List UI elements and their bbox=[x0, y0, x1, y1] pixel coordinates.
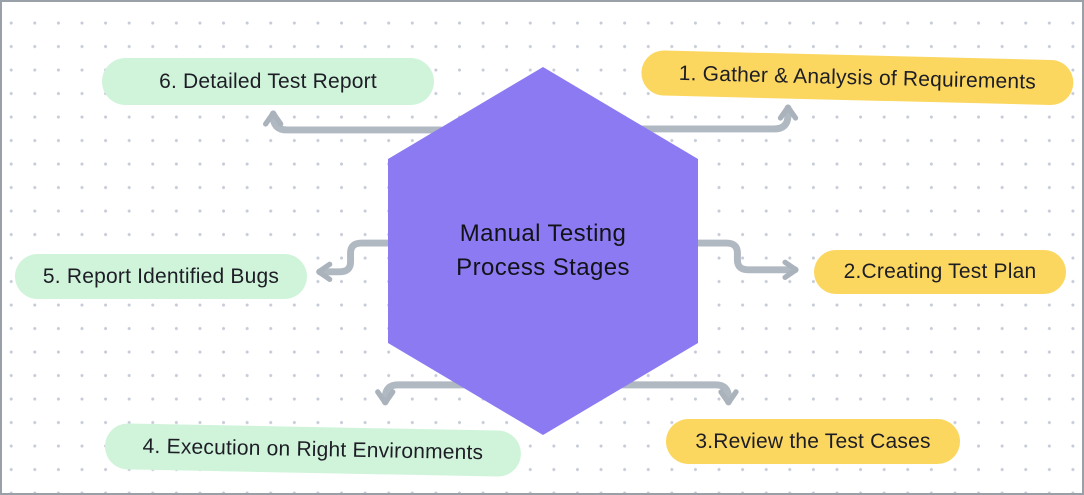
center-title-line1: Manual Testing bbox=[459, 220, 627, 247]
stage-2-node[interactable]: 2.Creating Test Plan bbox=[814, 250, 1066, 294]
connector-stage-3[interactable] bbox=[607, 381, 739, 406]
stage-5-label: 5. Report Identified Bugs bbox=[42, 264, 280, 288]
connector-stage-1[interactable] bbox=[635, 104, 799, 133]
stage-4-node[interactable]: 4. Execution on Right Environments bbox=[104, 423, 522, 477]
connector-stage-5[interactable] bbox=[316, 239, 397, 282]
stage-1-label: 1. Gather & Analysis of Requirements bbox=[678, 61, 1037, 94]
stage-3-node[interactable]: 3.Review the Test Cases bbox=[666, 419, 960, 464]
connector-stage-4[interactable] bbox=[375, 381, 475, 406]
stage-2-label: 2.Creating Test Plan bbox=[843, 260, 1037, 283]
connector-stage-2[interactable] bbox=[689, 239, 799, 280]
connector-stage-6[interactable] bbox=[263, 110, 445, 134]
stage-3-label: 3.Review the Test Cases bbox=[695, 429, 931, 453]
stage-4-label: 4. Execution on Right Environments bbox=[142, 434, 484, 465]
stage-6-node[interactable]: 6. Detailed Test Report bbox=[102, 58, 434, 105]
stage-5-node[interactable]: 5. Report Identified Bugs bbox=[15, 254, 307, 299]
stage-6-label: 6. Detailed Test Report bbox=[159, 69, 377, 93]
center-title-line2: Process Stages bbox=[456, 254, 630, 281]
